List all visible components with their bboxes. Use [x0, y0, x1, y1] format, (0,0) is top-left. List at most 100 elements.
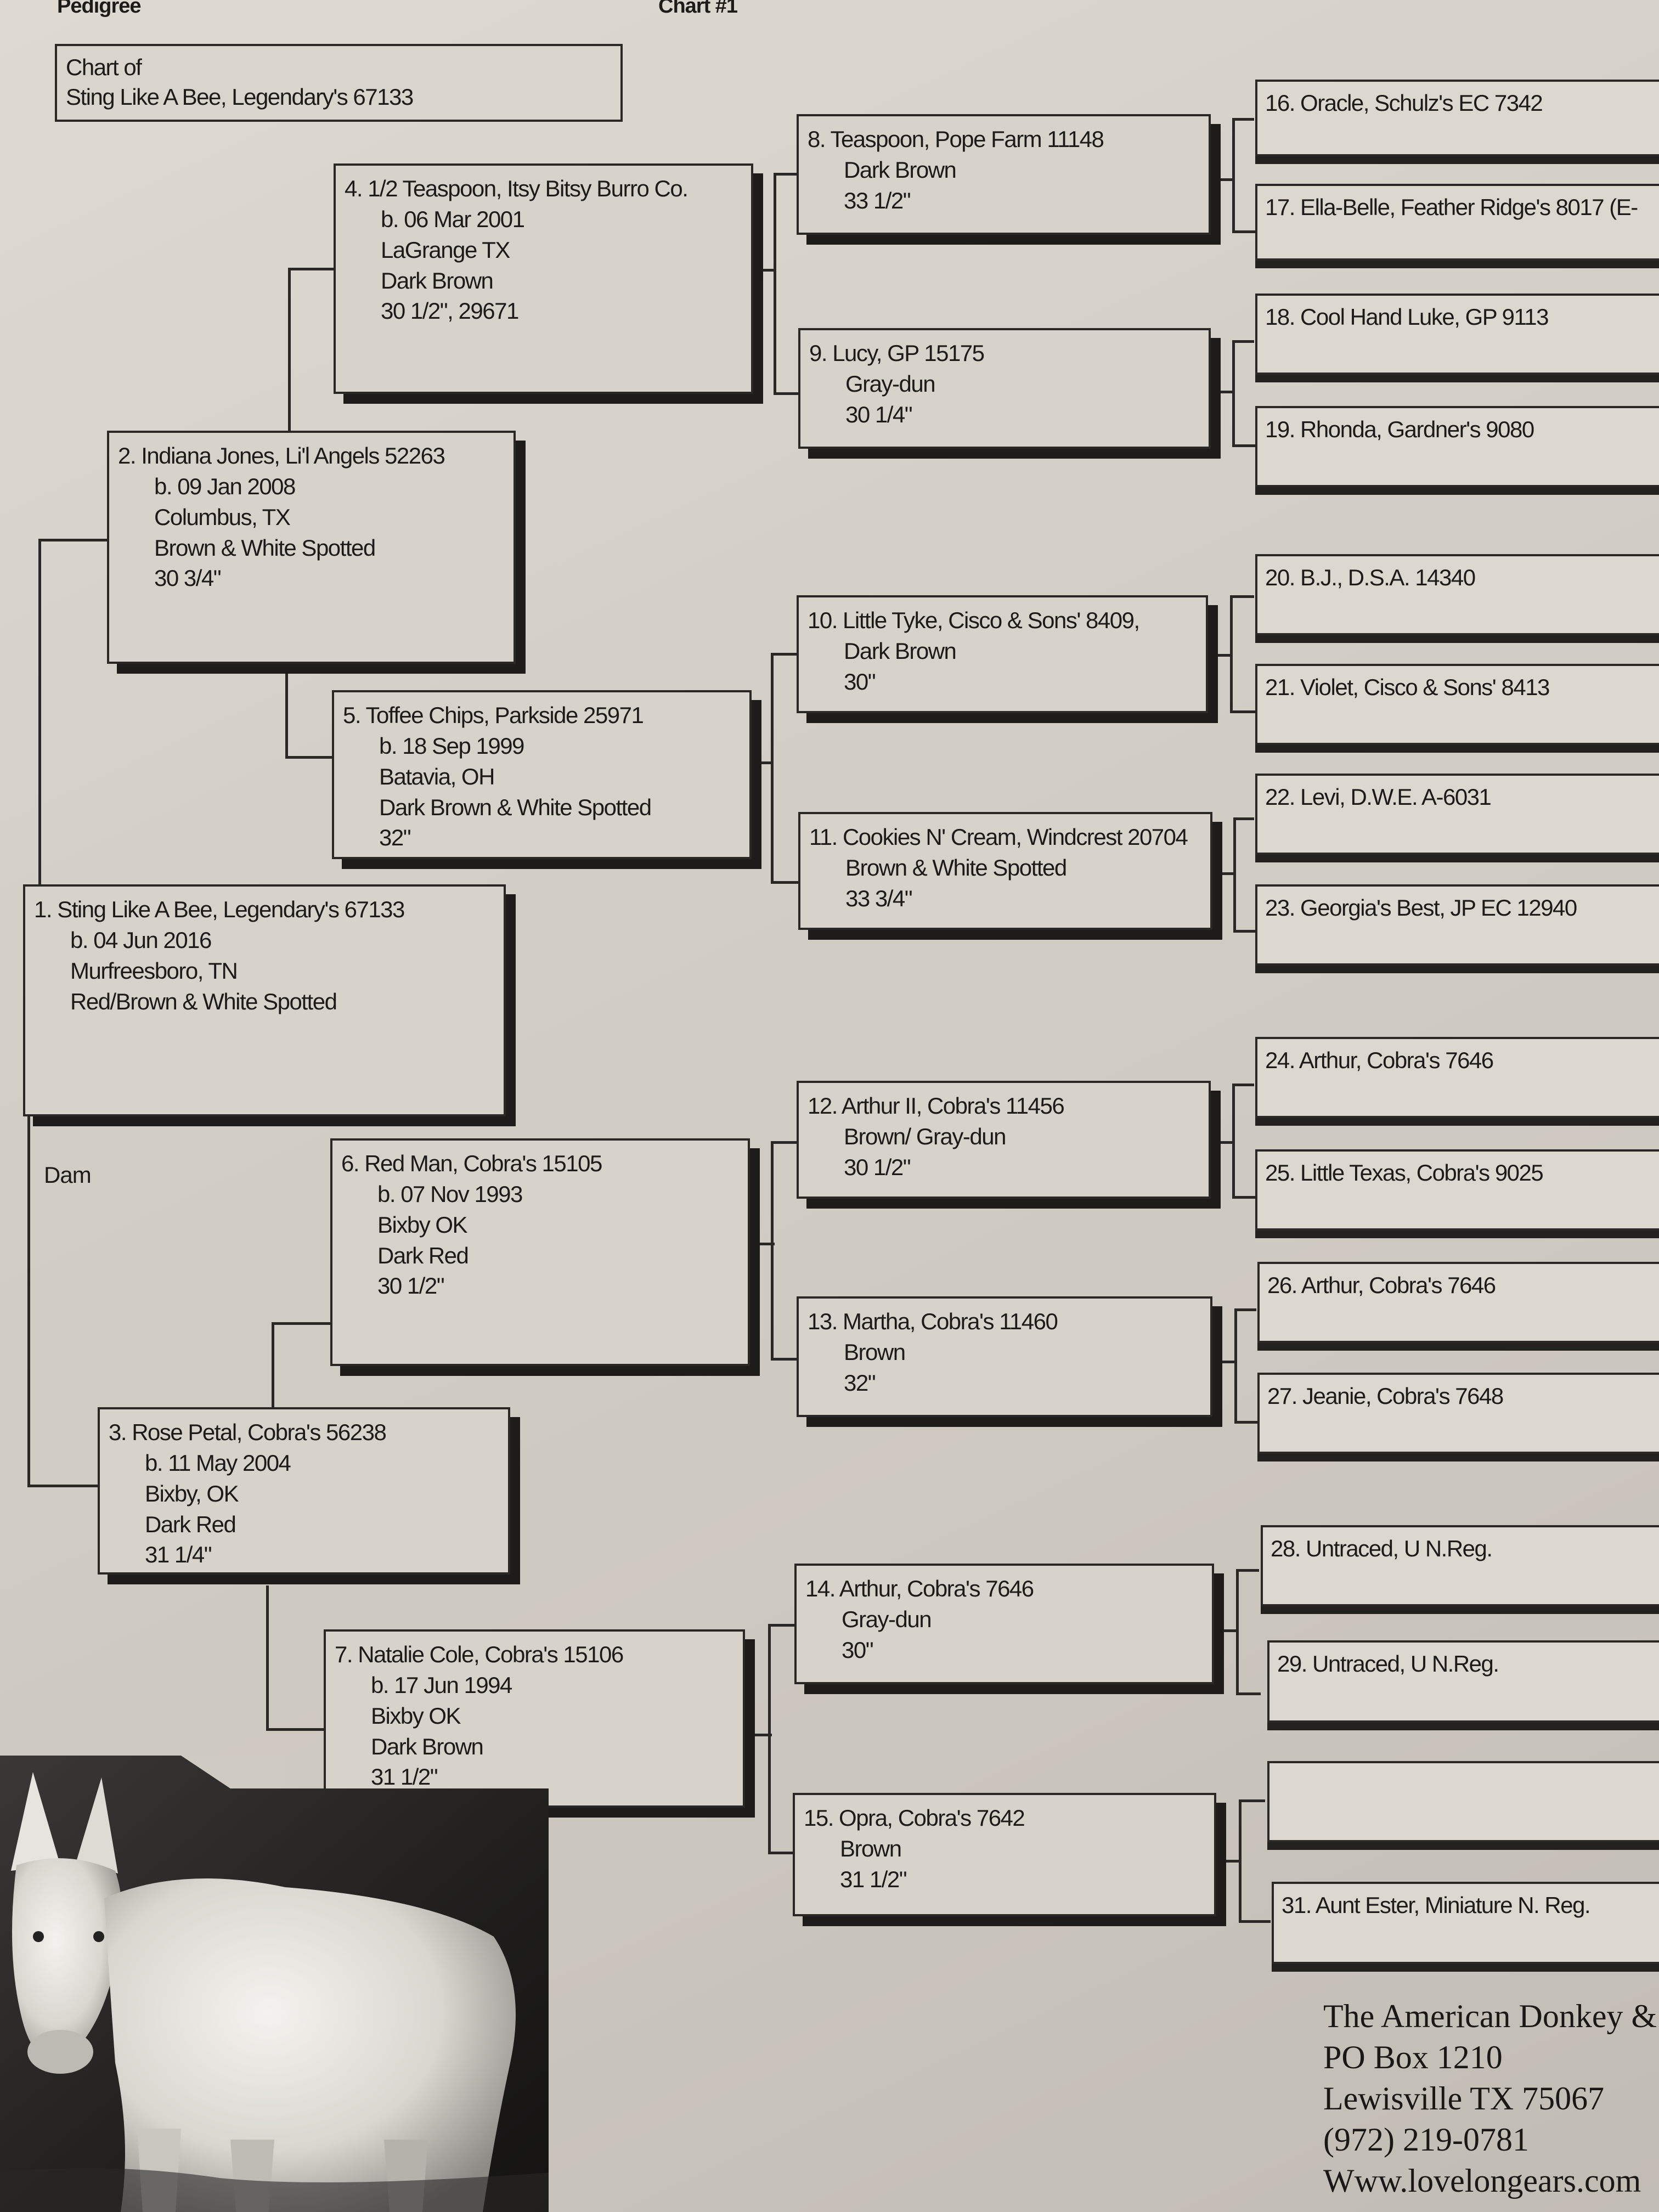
- connector-line: [754, 761, 774, 764]
- animal-detail: Bixby OK: [371, 1702, 461, 1729]
- connector-line: [768, 1852, 793, 1854]
- connector-line: [1234, 1421, 1257, 1424]
- connector-line: [1210, 178, 1235, 181]
- pedigree-box-25: 25. Little Texas, Cobra's 9025: [1255, 1149, 1659, 1231]
- connector-line: [272, 1322, 274, 1410]
- pedigree-box-6: 6. Red Man, Cobra's 15105 b. 07 Nov 1993…: [330, 1138, 750, 1366]
- connector-line: [1234, 1308, 1237, 1424]
- connector-line: [771, 1141, 774, 1361]
- animal-detail: Dark Red: [145, 1511, 236, 1537]
- association-phone: (972) 219-0781: [1323, 2121, 1529, 2158]
- animal-detail: 31 1/2": [371, 1764, 438, 1790]
- connector-line: [774, 392, 800, 395]
- connector-line: [272, 1322, 332, 1325]
- pedigree-box-13: 13. Martha, Cobra's 11460 Brown 32": [797, 1296, 1212, 1417]
- connector-line: [1239, 1920, 1271, 1923]
- connector-line: [771, 653, 798, 656]
- pedigree-box-19: 19. Rhonda, Gardner's 9080: [1255, 406, 1659, 487]
- animal-name: 13. Martha, Cobra's 11460: [808, 1308, 1058, 1334]
- connector-line: [1210, 1141, 1235, 1144]
- connector-line: [768, 1624, 771, 1854]
- animal-detail: Batavia, OH: [379, 763, 495, 789]
- connector-line: [1239, 1799, 1242, 1923]
- animal-detail: 30": [844, 668, 876, 695]
- animal-name: 4. 1/2 Teaspoon, Itsy Bitsy Burro Co.: [345, 176, 689, 201]
- animal-name: 14. Arthur, Cobra's 7646: [805, 1576, 1034, 1601]
- association-website: Www.lovelongears.com: [1323, 2163, 1641, 2199]
- animal-detail: LaGrange TX: [381, 236, 510, 263]
- animal-detail: b. 11 May 2004: [145, 1449, 291, 1476]
- pedigree-box-10: 10. Little Tyke, Cisco & Sons' 8409, Dar…: [797, 595, 1208, 713]
- pedigree-box-28: 28. Untraced, U N.Reg.: [1261, 1525, 1659, 1606]
- association-address: The American Donkey & PO Box 1210 Lewisv…: [1323, 1996, 1659, 2202]
- chart-of-label: Chart of: [66, 54, 142, 80]
- donkey-photo: [0, 1756, 549, 2212]
- animal-detail: Brown & White Spotted: [845, 854, 1067, 881]
- animal-detail: 30 1/2", 29671: [381, 298, 519, 324]
- connector-line: [774, 173, 798, 176]
- animal-detail: Gray-dun: [845, 370, 936, 397]
- connector-line: [768, 1624, 795, 1627]
- connector-line: [1212, 1361, 1237, 1363]
- animal-name: 7. Natalie Cole, Cobra's 15106: [335, 1641, 624, 1667]
- connector-line: [266, 1585, 269, 1731]
- connector-line: [1232, 444, 1255, 447]
- connector-line: [1210, 391, 1235, 393]
- pedigree-box-26: 26. Arthur, Cobra's 7646: [1257, 1262, 1659, 1343]
- connector-line: [1232, 1196, 1255, 1199]
- animal-detail: Dark Brown: [381, 267, 494, 294]
- animal-detail: Dark Brown: [371, 1733, 484, 1759]
- connector-line: [266, 1728, 325, 1731]
- pedigree-box-31: 31. Aunt Ester, Miniature N. Reg.: [1272, 1882, 1659, 1964]
- connector-line: [1214, 1629, 1238, 1632]
- pedigree-box-17: 17. Ella-Belle, Feather Ridge's 8017 (E-: [1255, 184, 1659, 261]
- animal-detail: 33 1/2": [844, 187, 911, 213]
- connector-line: [1230, 595, 1254, 598]
- connector-line: [285, 756, 334, 759]
- pedigree-box-27: 27. Jeanie, Cobra's 7648: [1257, 1373, 1659, 1454]
- pedigree-box-2: 2. Indiana Jones, Li'l Angels 52263 b. 0…: [107, 431, 516, 664]
- animal-detail: Dark Brown & White Spotted: [379, 794, 652, 820]
- association-po-box: PO Box 1210: [1323, 2039, 1503, 2075]
- connector-line: [27, 1116, 30, 1487]
- pedigree-box-16: 16. Oracle, Schulz's EC 7342: [1255, 80, 1659, 156]
- animal-detail: Dark Brown: [844, 156, 957, 183]
- animal-name: 10. Little Tyke, Cisco & Sons' 8409,: [808, 607, 1140, 633]
- animal-detail: 31 1/4": [145, 1542, 212, 1568]
- connector-line: [1232, 340, 1254, 343]
- animal-detail: Brown/ Gray-dun: [844, 1123, 1006, 1149]
- connector-line: [38, 539, 41, 884]
- chart-of-subject: Sting Like A Bee, Legendary's 67133: [66, 83, 414, 110]
- animal-detail: 30 1/2": [844, 1154, 911, 1180]
- animal-detail: Dark Brown: [844, 637, 957, 664]
- dam-label: Dam: [44, 1162, 92, 1188]
- connector-line: [38, 539, 109, 541]
- connector-line: [1236, 1569, 1259, 1572]
- connector-line: [27, 1485, 99, 1487]
- pedigree-box-11: 11. Cookies N' Cream, Windcrest 20704 Br…: [798, 812, 1212, 930]
- connector-line: [771, 653, 774, 883]
- animal-name: 1. Sting Like A Bee, Legendary's 67133: [34, 896, 405, 922]
- animal-name: 6. Red Man, Cobra's 15105: [341, 1150, 602, 1176]
- pedigree-box-23: 23. Georgia's Best, JP EC 12940: [1255, 884, 1659, 966]
- connector-line: [753, 1243, 775, 1245]
- connector-line: [1208, 654, 1233, 657]
- animal-name: 8. Teaspoon, Pope Farm 11148: [808, 126, 1104, 152]
- animal-detail: Murfreesboro, TN: [70, 957, 238, 984]
- connector-line: [1234, 1308, 1256, 1311]
- connector-line: [747, 1734, 772, 1736]
- connector-line: [1233, 930, 1255, 933]
- pedigree-box-14: 14. Arthur, Cobra's 7646 Gray-dun 30": [794, 1564, 1214, 1684]
- animal-detail: 31 1/2": [840, 1866, 907, 1892]
- pedigree-box-22: 22. Levi, D.W.E. A-6031: [1255, 774, 1659, 855]
- association-name: The American Donkey &: [1323, 1998, 1657, 2034]
- pedigree-box-3: 3. Rose Petal, Cobra's 56238 b. 11 May 2…: [98, 1407, 510, 1575]
- animal-detail: Gray-dun: [842, 1606, 932, 1632]
- animal-detail: b. 04 Jun 2016: [70, 927, 212, 953]
- connector-line: [288, 268, 336, 270]
- pedigree-box-1: 1. Sting Like A Bee, Legendary's 67133 b…: [23, 884, 506, 1116]
- connector-line: [1232, 1084, 1235, 1199]
- animal-name: 12. Arthur II, Cobra's 11456: [808, 1093, 1065, 1119]
- connector-line: [1233, 817, 1254, 820]
